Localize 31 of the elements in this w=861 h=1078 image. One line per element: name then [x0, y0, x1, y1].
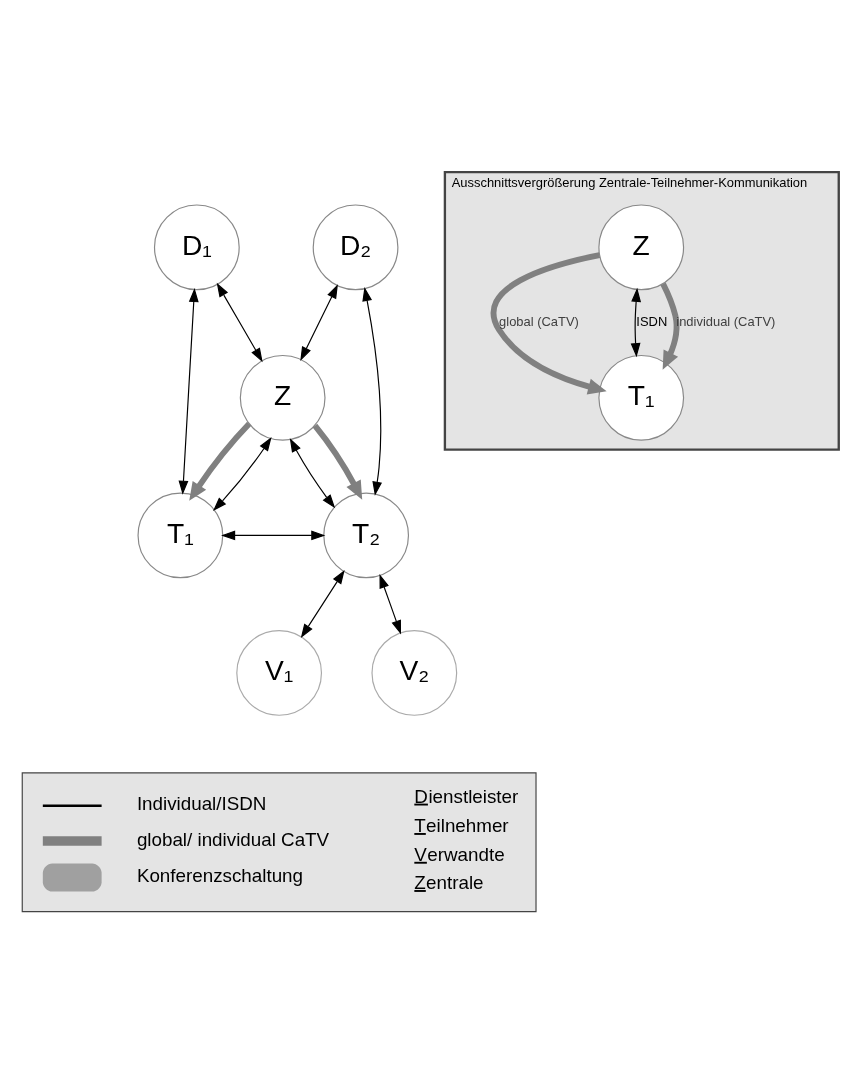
- label: Teilnehmer: [414, 814, 509, 836]
- node-circle: D₁: [153, 203, 240, 290]
- arrow: [212, 436, 272, 511]
- arrow: [216, 282, 263, 362]
- legend-label: Individual/ISDN: [136, 792, 267, 814]
- arrow: [362, 286, 383, 496]
- arrow: [630, 287, 642, 357]
- arrow: [660, 282, 680, 370]
- edge-label: ISDN: [636, 313, 668, 329]
- node-circle: V₂: [371, 629, 458, 716]
- arrow: [312, 423, 363, 500]
- legend-label: global/ individual CaTV: [136, 828, 330, 850]
- node-circle: Z: [598, 203, 685, 290]
- node-circle: Z: [239, 354, 326, 441]
- node-circle: D₂: [312, 203, 399, 290]
- arrow: [490, 251, 607, 395]
- arrow: [300, 283, 338, 361]
- legend-label: Konferenzschaltung: [136, 864, 304, 886]
- arrow: [189, 421, 252, 501]
- node-circle: T₁: [598, 354, 685, 441]
- edge-label: global (CaTV): [499, 313, 579, 329]
- arrow: [379, 573, 402, 634]
- arrow: [289, 437, 336, 508]
- arrow: [300, 569, 345, 638]
- arrow: [221, 529, 326, 540]
- node-circle: T₁: [137, 491, 224, 578]
- label: Zentrale: [414, 871, 484, 893]
- arrow: [178, 287, 199, 495]
- label: Verwandte: [414, 843, 505, 865]
- node-circle: V₁: [236, 629, 323, 716]
- label: Dienstleister: [414, 785, 519, 807]
